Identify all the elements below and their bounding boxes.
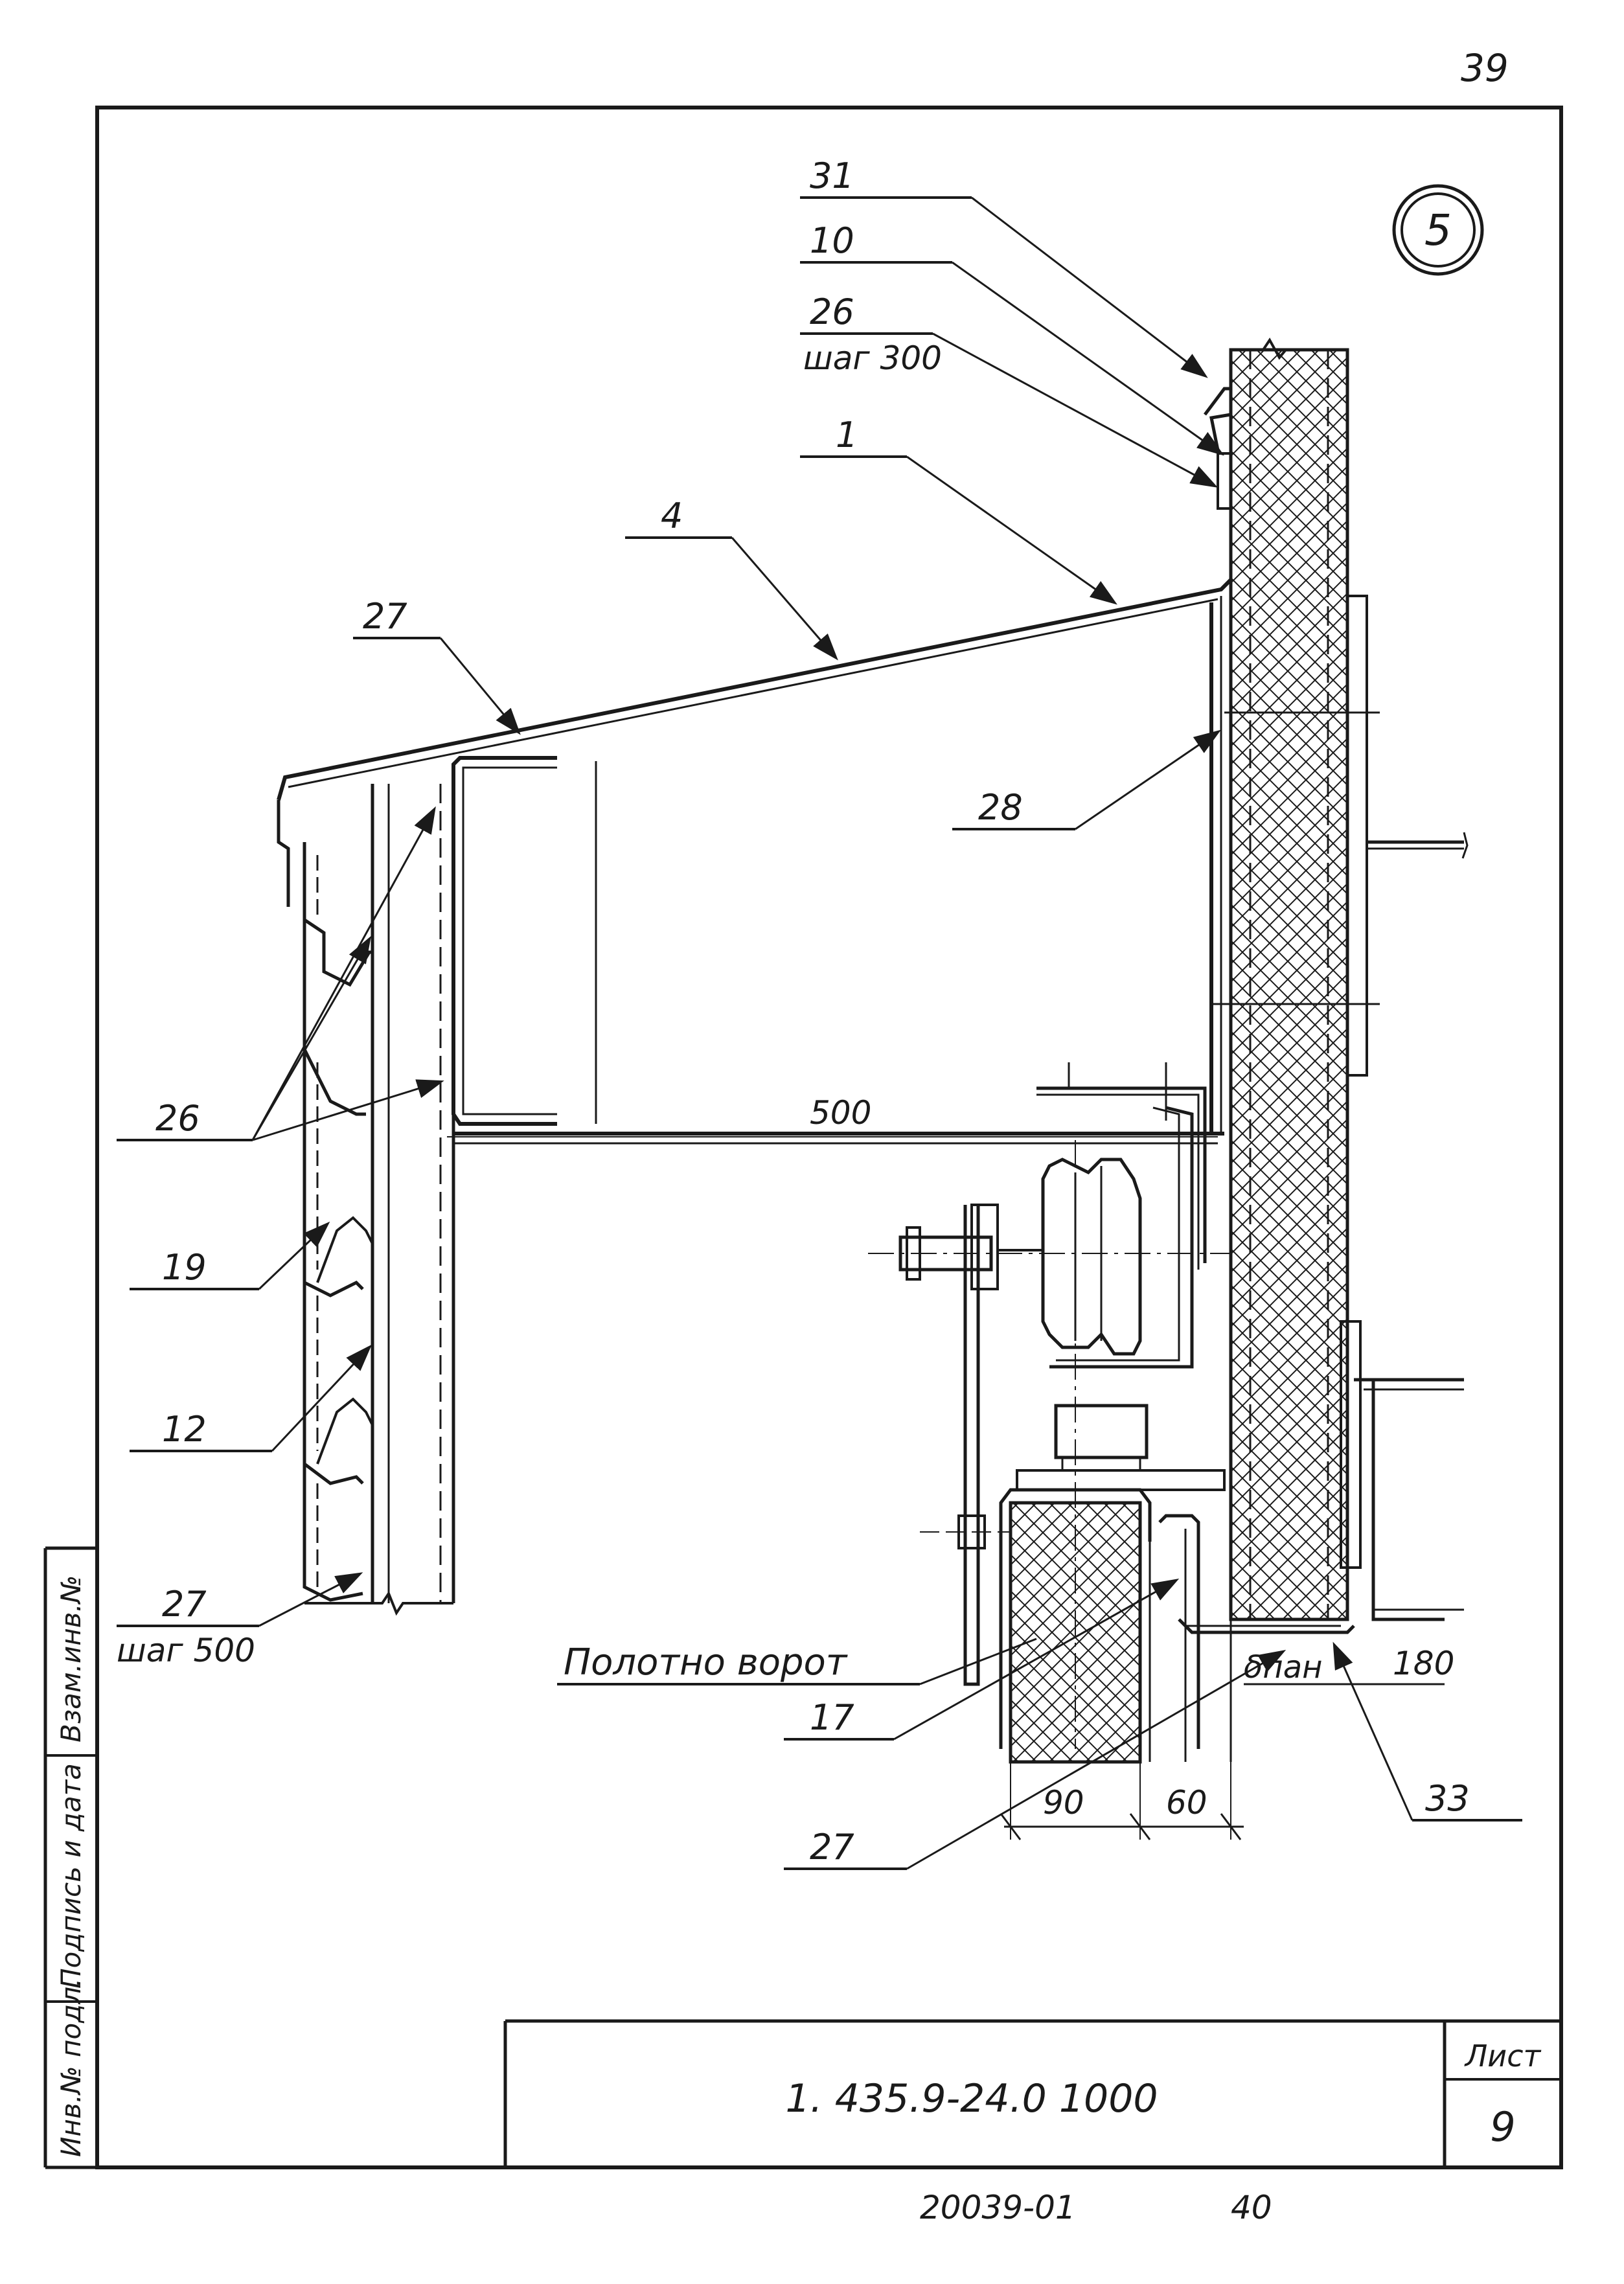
label-27-bottom-step: шаг 500 <box>117 1632 255 1669</box>
label-26-top: 26 <box>810 291 854 332</box>
label-28: 28 <box>978 787 1023 828</box>
detail-number: 5 <box>1424 205 1452 255</box>
left-column <box>303 784 455 1616</box>
stamp-side-label-2: Подпись и дата <box>55 1763 87 1989</box>
label-19: 19 <box>162 1247 207 1288</box>
drawing-frame <box>43 106 1563 2169</box>
label-26-left: 26 <box>155 1098 200 1139</box>
title-block <box>503 2019 1561 2167</box>
label-27-bottom: 27 <box>162 1584 207 1625</box>
label-26-top-step: шаг 300 <box>803 339 942 377</box>
leader-lines <box>117 196 1522 1870</box>
label-27-top: 27 <box>363 596 407 637</box>
document-code: 1. 435.9-24.0 1000 <box>785 2076 1158 2121</box>
detail-marker: 5 <box>1392 184 1484 276</box>
door-leaf <box>999 1488 1355 1840</box>
stamp-side-label-1: Инв.№ подл. <box>55 1978 87 2157</box>
stamp-side-label-3: Взам.инв.№ <box>55 1575 87 1742</box>
footer-left: 20039-01 <box>920 2189 1076 2226</box>
label-33: 33 <box>1425 1778 1470 1819</box>
label-door-leaf: Полотно ворот <box>564 1641 848 1684</box>
dimension-90: 90 <box>1043 1784 1084 1821</box>
page-number: 39 <box>1461 46 1509 90</box>
wall-sandwich-panel <box>1229 337 1349 1621</box>
dimension-lines <box>447 1136 1445 1840</box>
canopy-structure <box>277 387 1233 1145</box>
sheet-label: Лист <box>1464 2038 1542 2073</box>
label-10: 10 <box>810 220 854 261</box>
dimension-60: 60 <box>1166 1784 1207 1821</box>
label-31: 31 <box>810 155 854 196</box>
door-roller-mechanism <box>868 1062 1231 1749</box>
label-17: 17 <box>810 1697 854 1738</box>
right-steel-members <box>1211 595 1469 1621</box>
label-1: 1 <box>836 415 858 455</box>
sheet-number: 9 <box>1490 2103 1515 2151</box>
dimension-b-pan: δпан <box>1244 1649 1323 1685</box>
label-27-center: 27 <box>810 1827 854 1867</box>
label-4: 4 <box>661 496 683 536</box>
footer-right: 40 <box>1231 2189 1272 2226</box>
dimension-500: 500 <box>810 1094 871 1132</box>
dimension-180: 180 <box>1393 1645 1454 1682</box>
label-12: 12 <box>162 1409 207 1450</box>
